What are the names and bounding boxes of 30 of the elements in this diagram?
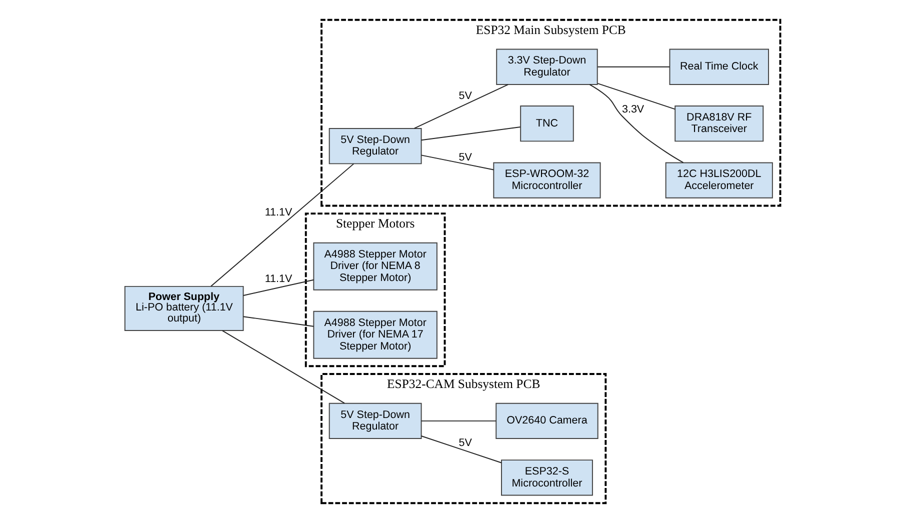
edge-label: 5V	[458, 437, 472, 450]
edge-label: 3.3V	[621, 104, 644, 116]
connector	[420, 154, 494, 170]
node-box: Power Supply Li-PO battery (11.1V output)	[124, 286, 244, 331]
connector	[596, 66, 670, 68]
edge-label: 5V	[458, 90, 472, 102]
edge-label: 11.1V	[264, 272, 292, 285]
connector	[242, 279, 314, 296]
node-box: DRA818V RF Transceiver	[674, 105, 764, 142]
connector	[420, 126, 520, 141]
connector	[420, 436, 502, 464]
node-box: 5V Step-Down Regulator	[328, 402, 422, 440]
edge-label: 11.1V	[264, 206, 292, 218]
node-box: 3.3V Step-Down Regulator	[496, 48, 598, 85]
node-box: OV2640 Camera	[495, 402, 598, 440]
node-box: 5V Step-Down Regulator	[328, 128, 422, 164]
node-box: A4988 Stepper Motor Driver (for NEMA 8 Stepper Motor)	[312, 242, 437, 290]
node-box: A4988 Stepper Motor Driver (for NEMA 17 Stepper Motor)	[312, 310, 437, 359]
node-box: TNC	[520, 105, 574, 142]
connector	[413, 84, 508, 129]
node-box: ESP32-S Microcontroller	[500, 460, 592, 496]
connector	[588, 84, 684, 164]
node-box: 12C H3LIS200DL Accelerometer	[664, 162, 772, 198]
connector	[420, 420, 496, 422]
connector	[596, 82, 676, 110]
edge-label: 5V	[458, 152, 472, 164]
node-box: Real Time Clock	[668, 48, 769, 85]
connector	[221, 330, 344, 404]
connector	[210, 163, 354, 287]
node-box: ESP-WROOM-32 Microcontroller	[492, 162, 600, 198]
